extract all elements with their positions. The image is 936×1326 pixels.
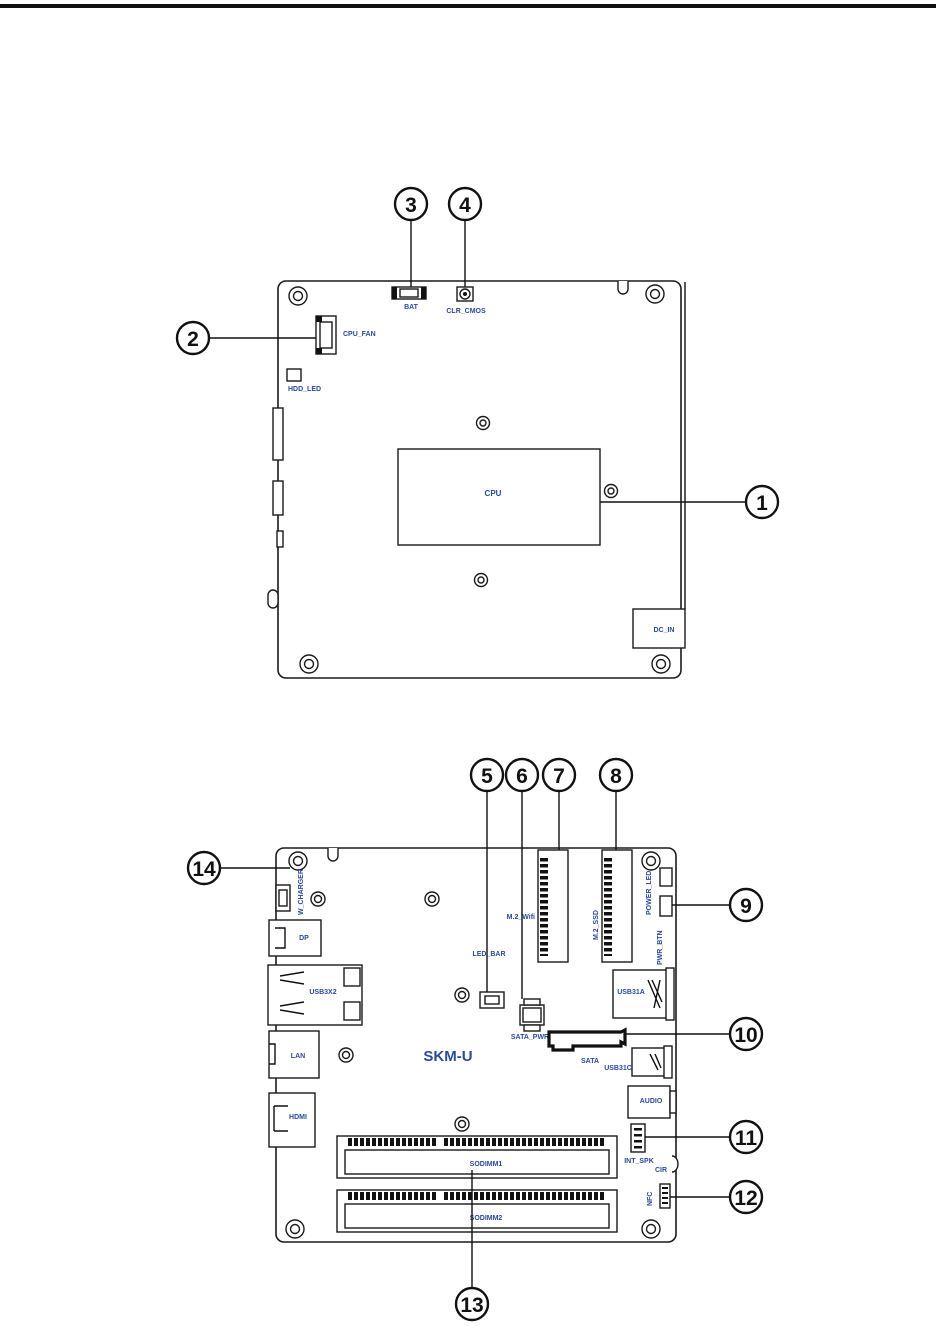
power-button — [660, 896, 672, 916]
callout-14: 14 — [188, 852, 220, 884]
callout-9: 9 — [730, 889, 762, 921]
header-rule — [0, 4, 936, 8]
svg-text:9: 9 — [740, 895, 752, 918]
svg-text:14: 14 — [192, 858, 216, 881]
clr-cmos-jumper — [457, 287, 473, 301]
svg-text:5: 5 — [481, 765, 493, 788]
svg-text:12: 12 — [734, 1187, 757, 1210]
callout-3: 3 — [395, 188, 427, 220]
svg-text:13: 13 — [460, 1294, 483, 1317]
usb31a-label: USB31A — [617, 989, 645, 996]
screw-hole-icon — [339, 1048, 353, 1062]
mounting-hole-icon — [289, 852, 307, 870]
screw-hole-icon — [425, 892, 439, 906]
screw-hole-icon — [475, 574, 488, 587]
screw-hole-icon — [311, 892, 325, 906]
mounting-hole-icon — [300, 655, 318, 673]
int-spk-label: INT_SPK — [624, 1158, 654, 1165]
board-notch — [328, 848, 338, 861]
edge-component — [277, 531, 283, 547]
sodimm2-slot — [337, 1190, 617, 1232]
hdmi-label: HDMI — [289, 1114, 307, 1121]
nfc-label: NFC — [647, 1192, 654, 1206]
usb3x2-label: USB3X2 — [309, 989, 336, 996]
bat-label: BAT — [404, 304, 419, 311]
sodimm1-slot — [337, 1136, 617, 1178]
svg-text:6: 6 — [516, 765, 528, 788]
sata-pwr-label: SATA_PWR — [511, 1034, 549, 1041]
callout-1: 1 — [746, 486, 778, 518]
bat-connector — [392, 287, 426, 299]
dc-in-label: DC_IN — [653, 627, 674, 634]
mounting-hole-icon — [652, 655, 670, 673]
callout-10: 10 — [730, 1018, 762, 1050]
w-charger-connector — [276, 885, 290, 911]
led-bar-label: LED_BAR — [472, 951, 505, 958]
dp-label: DP — [299, 935, 309, 942]
edge-component — [273, 408, 283, 460]
sodimm2-label: SODIMM2 — [470, 1215, 503, 1222]
svg-text:1: 1 — [756, 492, 768, 515]
svg-text:10: 10 — [734, 1024, 757, 1047]
pwr-btn-label: PWR_BTN — [657, 930, 664, 965]
svg-text:8: 8 — [610, 765, 622, 788]
mounting-hole-icon — [646, 285, 664, 303]
screw-hole-icon — [455, 988, 469, 1002]
mounting-hole-icon — [642, 852, 660, 870]
usb31c-label: USB31C — [604, 1065, 632, 1072]
cpu-label: CPU — [485, 489, 502, 498]
sata-label: SATA — [581, 1058, 599, 1065]
hdd-led-label: HDD_LED — [288, 386, 321, 393]
cir-label: CIR — [655, 1167, 667, 1174]
m2-wifi-label: M.2_Wifi — [507, 914, 535, 921]
board-name-label: SKM-U — [423, 1048, 472, 1065]
callout-12: 12 — [730, 1181, 762, 1213]
svg-text:4: 4 — [459, 194, 471, 217]
edge-component — [268, 590, 278, 608]
svg-text:3: 3 — [405, 194, 417, 217]
m2-wifi-slot — [538, 850, 568, 962]
cpu-fan-label: CPU_FAN — [343, 331, 376, 338]
top-board: BAT CLR_CMOS CPU_FAN HDD_LED CPU DC_IN — [268, 281, 685, 678]
edge-component — [273, 481, 283, 515]
screw-hole-icon — [605, 485, 618, 498]
svg-text:11: 11 — [735, 1127, 758, 1150]
screw-hole-icon — [455, 1117, 469, 1131]
svg-text:7: 7 — [553, 765, 565, 788]
hdd-led — [287, 369, 301, 381]
callout-13: 13 — [456, 1288, 488, 1320]
callout-5: 5 — [471, 759, 503, 791]
led-bar-connector — [480, 992, 504, 1008]
nfc-connector — [660, 1184, 670, 1208]
sodimm1-label: SODIMM1 — [470, 1161, 503, 1168]
mounting-hole-icon — [289, 287, 307, 305]
clr-cmos-label: CLR_CMOS — [446, 308, 486, 315]
mounting-hole-icon — [642, 1220, 660, 1238]
dp-port — [269, 920, 321, 956]
power-led — [660, 868, 672, 886]
cpu-fan-connector — [316, 316, 336, 354]
mounting-hole-icon — [286, 1220, 304, 1238]
usb31c-port — [632, 1046, 672, 1078]
m2-ssd-label: M.2_SSD — [593, 910, 600, 940]
screw-hole-icon — [477, 417, 490, 430]
cir-sensor — [672, 1156, 678, 1172]
callout-11: 11 — [730, 1121, 762, 1153]
audio-label: AUDIO — [640, 1098, 663, 1105]
callout-6: 6 — [506, 759, 538, 791]
m2-ssd-slot — [602, 850, 632, 962]
int-spk-connector — [631, 1124, 645, 1152]
callout-4: 4 — [449, 188, 481, 220]
callout-7: 7 — [543, 759, 575, 791]
lan-label: LAN — [291, 1053, 305, 1060]
w-charger-label: W_CHARGER — [298, 869, 305, 915]
board-notch — [618, 281, 628, 294]
svg-text:2: 2 — [187, 328, 199, 351]
callout-2: 2 — [177, 322, 209, 354]
callout-8: 8 — [600, 759, 632, 791]
sata-pwr-connector — [520, 999, 544, 1031]
bottom-board: W_CHARGER DP USB3X2 LAN HDMI SKM-U — [268, 848, 678, 1242]
power-led-label: POWER_LED — [646, 871, 653, 915]
